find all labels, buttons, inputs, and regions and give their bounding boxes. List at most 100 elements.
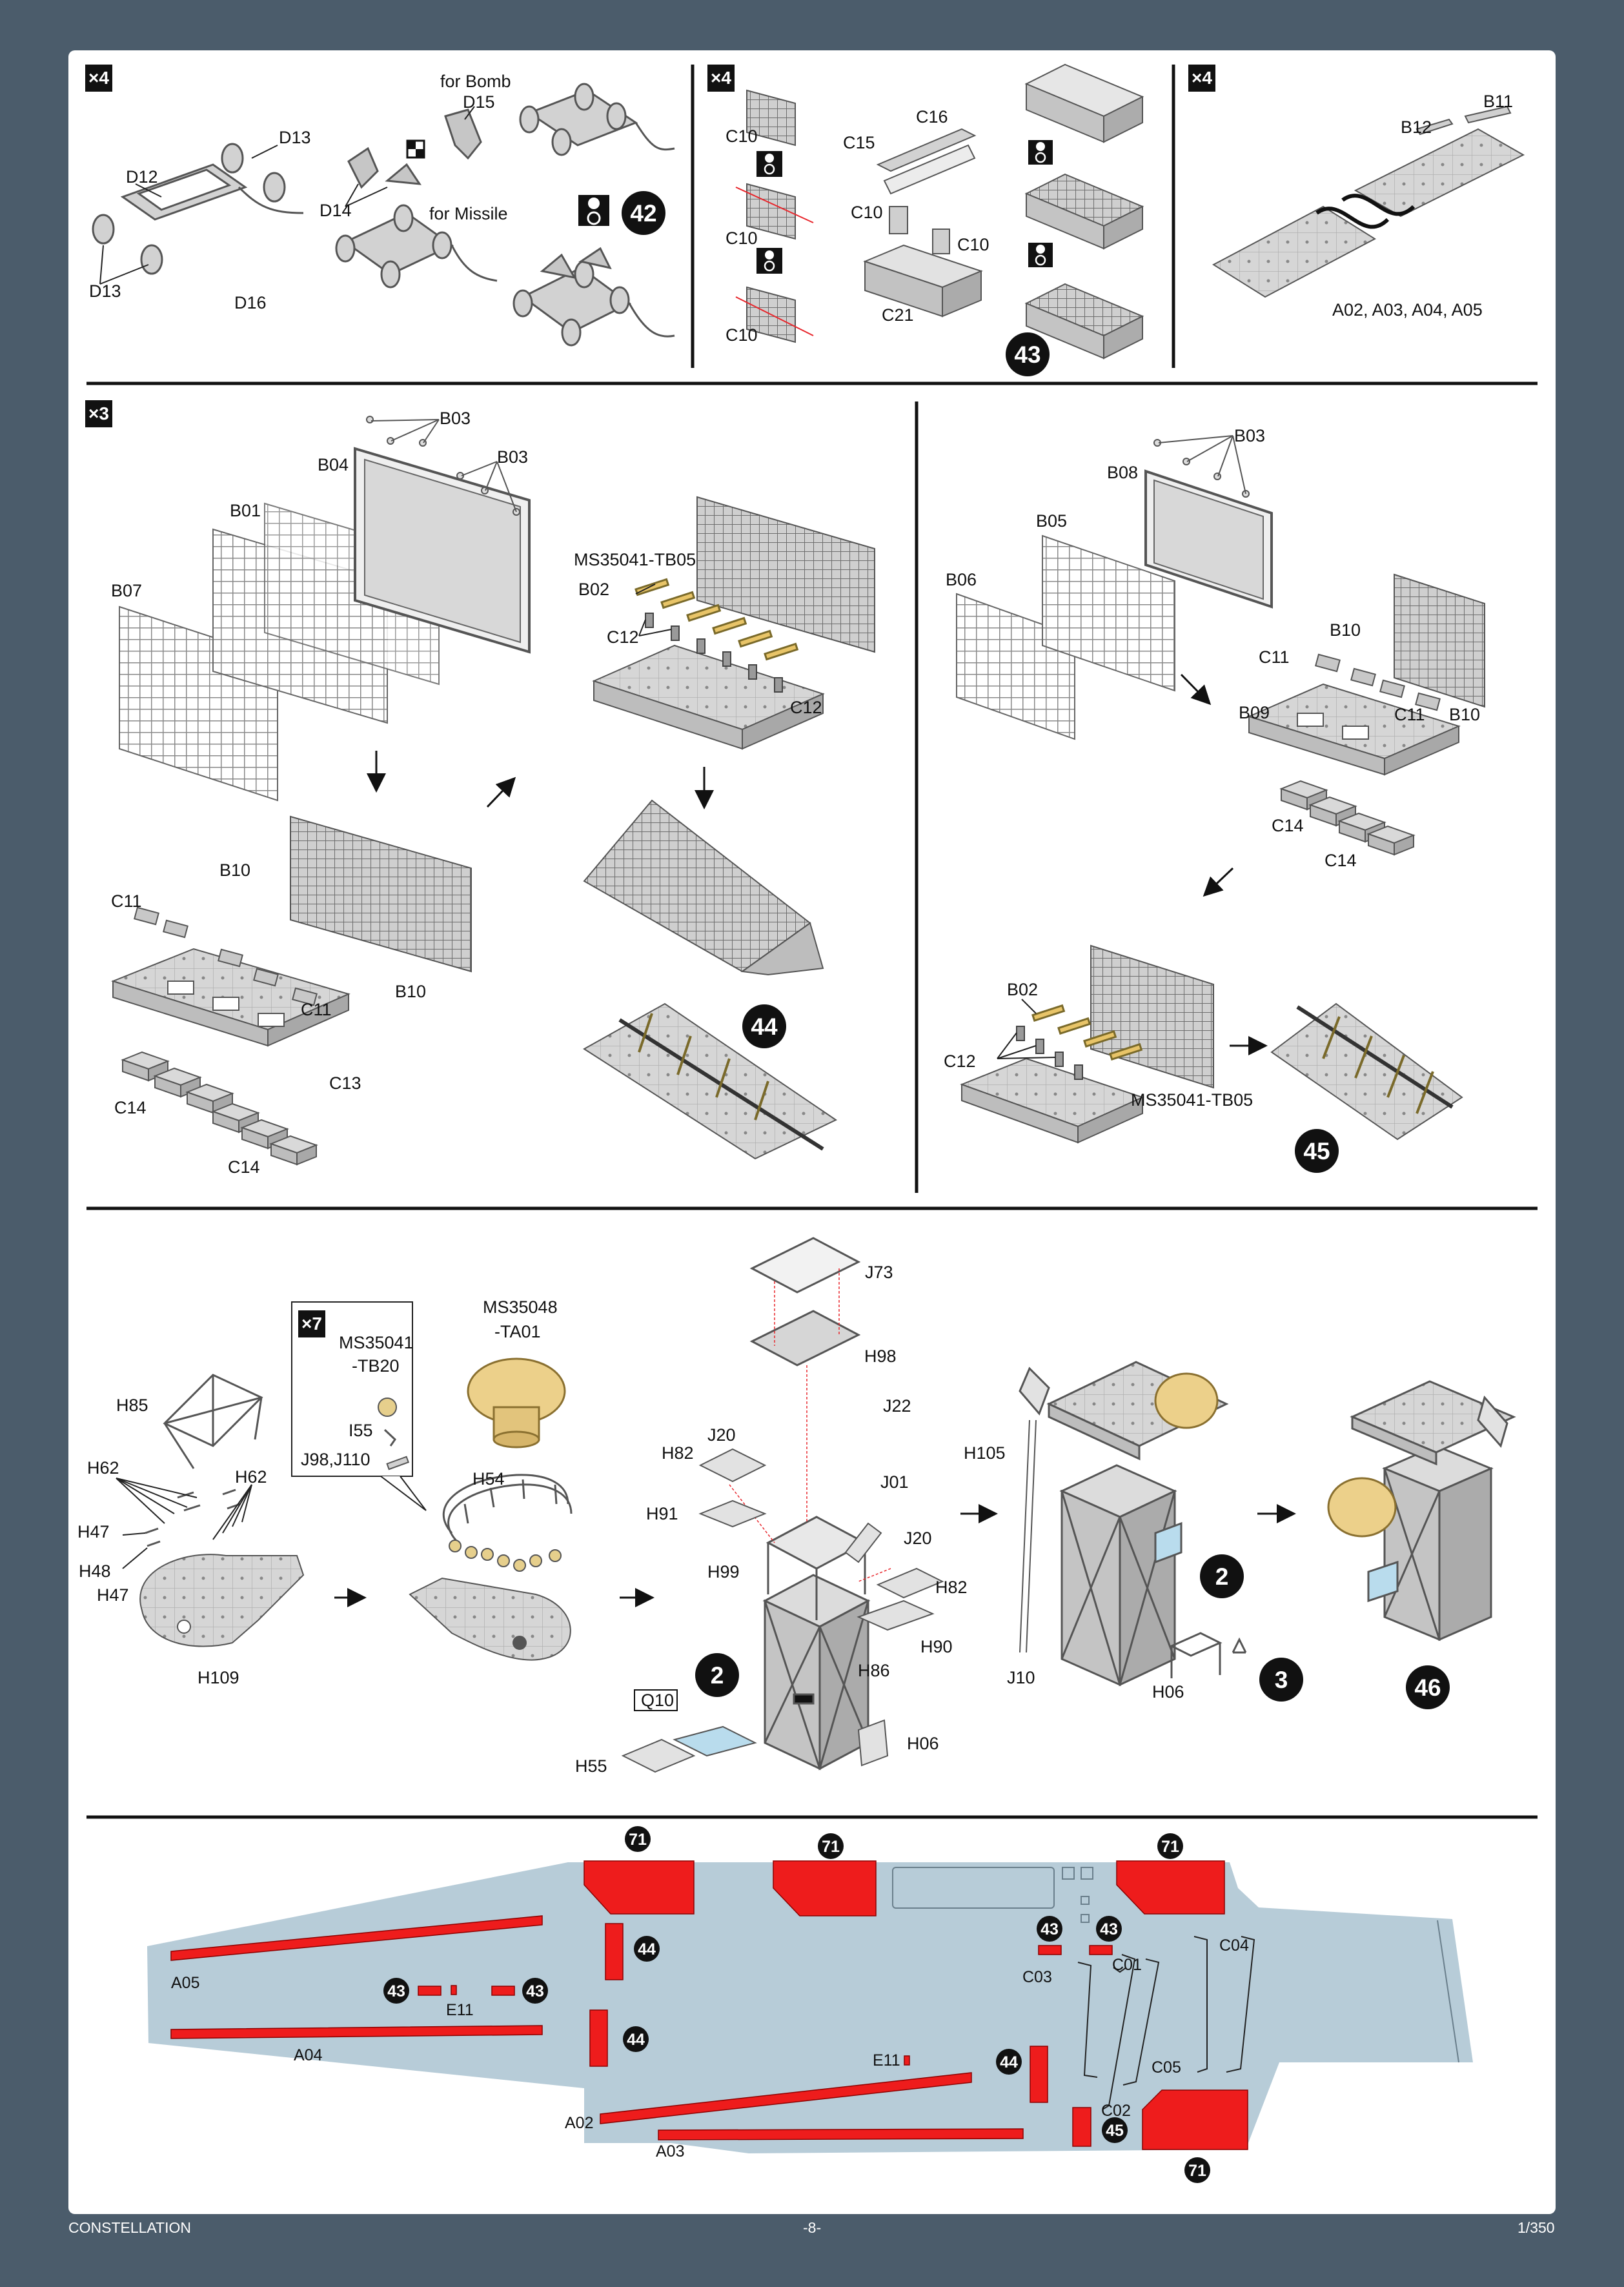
label-b10: B10 [219,860,250,880]
step-number-42: 42 [622,191,665,235]
label-c10: C10 [726,229,758,248]
step-45-panel: B03 B08 B05 B06 B10 C11 C11 B10 B09 C14 … [944,426,1485,1173]
step-42-panel: ×4 [85,65,675,347]
label-b04: B04 [318,455,349,474]
step-43-panel: ×4 [707,63,1144,376]
paint-color-chip [406,139,425,159]
label-b02: B02 [578,580,609,599]
label-for-missile: for Missile [429,204,508,223]
section-dividers [86,65,1538,1819]
leader-lines [635,584,672,636]
label-c11: C11 [301,1000,332,1019]
deck-labels: A05 A04 A02 A03 E11 E11 C03 C01 C04 C05 … [171,1936,1249,2160]
label-c11: C11 [111,891,142,911]
footer-scale: 1/350 [1517,2219,1555,2236]
assembly-frame-lower [111,815,472,1047]
flow-arrows [367,751,714,809]
q10-label-box [634,1689,678,1711]
svg-text:44: 44 [627,2031,645,2049]
label-a03: A03 [656,2142,684,2160]
label-for-bomb: for Bomb [440,72,511,91]
label-h47: H47 [97,1585,129,1605]
callout-box: ×7 [291,1301,427,1511]
footer-page-number: -8- [803,2219,822,2236]
label-c12: C12 [607,627,639,647]
multiplier-badge: ×4 [1188,65,1215,92]
sub-step-3: 3 [1259,1658,1303,1702]
label-tb20: -TB20 [352,1356,400,1376]
j73-h98-parts [749,1237,861,1367]
svg-text:46: 46 [1414,1674,1441,1701]
red-highlight-zones [170,1860,1248,2150]
svg-text:×4: ×4 [88,68,109,88]
label-h105: H105 [964,1443,1006,1463]
h06-fence [1169,1632,1247,1678]
hangar-door-cover [583,799,824,976]
step45-labels: B03 B08 B05 B06 B10 C11 C11 B10 B09 C14 … [944,426,1480,1110]
label-e11: E11 [446,2001,474,2019]
svg-text:×4: ×4 [711,68,731,88]
platform-assembly [409,1577,571,1661]
label-b08: B08 [1107,463,1138,482]
label-h91: H91 [646,1504,678,1523]
svg-text:×4: ×4 [1192,68,1212,88]
label-b01: B01 [230,501,261,520]
svg-text:×3: ×3 [88,403,109,423]
label-c13: C13 [329,1073,361,1093]
tower-assembled-mid [1019,1361,1229,1687]
label-b09: B09 [1239,703,1270,722]
svg-text:45: 45 [1106,2122,1124,2140]
label-c02: C02 [1101,2102,1131,2120]
label-ms35041-tb05: MS35041-TB05 [574,550,696,569]
c12-clips [1016,1026,1083,1080]
footer-title: CONSTELLATION [68,2219,191,2236]
label-c05: C05 [1152,2058,1181,2077]
bomb-cart-chassis-illustration [92,143,304,275]
b03-parts [366,416,520,516]
label-c10: C10 [726,325,758,345]
svg-text:44: 44 [751,1013,778,1040]
label-c11: C11 [1259,647,1290,667]
leader-lines [997,999,1056,1059]
multiplier-badge: ×3 [85,400,112,427]
small-parts [621,1448,944,1773]
label-i55: I55 [349,1421,373,1440]
label-e11: E11 [873,2051,900,2069]
label-ms35048: MS35048 [483,1297,558,1317]
label-b03: B03 [497,447,528,467]
label-c11: C11 [1394,705,1425,724]
label-d13: D13 [89,281,121,301]
catapult-guides [1077,1936,1255,2110]
label-h54: H54 [472,1469,505,1489]
missile-rails [634,578,799,661]
deck-strip-illustration [1212,105,1525,298]
label-h85: H85 [116,1396,148,1415]
svg-text:71: 71 [1161,1838,1179,1856]
label-j10: J10 [1007,1668,1035,1687]
multiplier-badge: ×4 [707,65,735,92]
label-h48: H48 [79,1561,111,1581]
label-c14: C14 [114,1098,147,1117]
deck-edge-lines [892,1867,1459,2063]
assembly-frame-right [1247,573,1485,776]
step43-boxes [1024,63,1144,360]
cut-lines [735,187,814,336]
svg-text:42: 42 [630,200,656,227]
assembly-ladder-mid [592,496,875,750]
label-c14: C14 [228,1157,260,1177]
cart-assembly-mid [335,108,498,289]
deck-plan: A05 A04 A02 A03 E11 E11 C03 C01 C04 C05 … [147,1826,1473,2183]
label-d13: D13 [279,128,311,147]
deck-outline [147,1862,1473,2153]
assembled-launcher [583,1002,837,1160]
label-ms35041: MS35041 [339,1333,414,1352]
label-j20: J20 [904,1529,932,1548]
cart-assembly-bottom [513,247,675,347]
c14-trays [122,1052,317,1165]
label-q10: Q10 [641,1691,674,1710]
flow-arrows [1180,673,1268,1055]
c21-box [863,244,983,318]
step-number-46: 46 [1406,1665,1450,1709]
label-b10: B10 [395,982,426,1001]
